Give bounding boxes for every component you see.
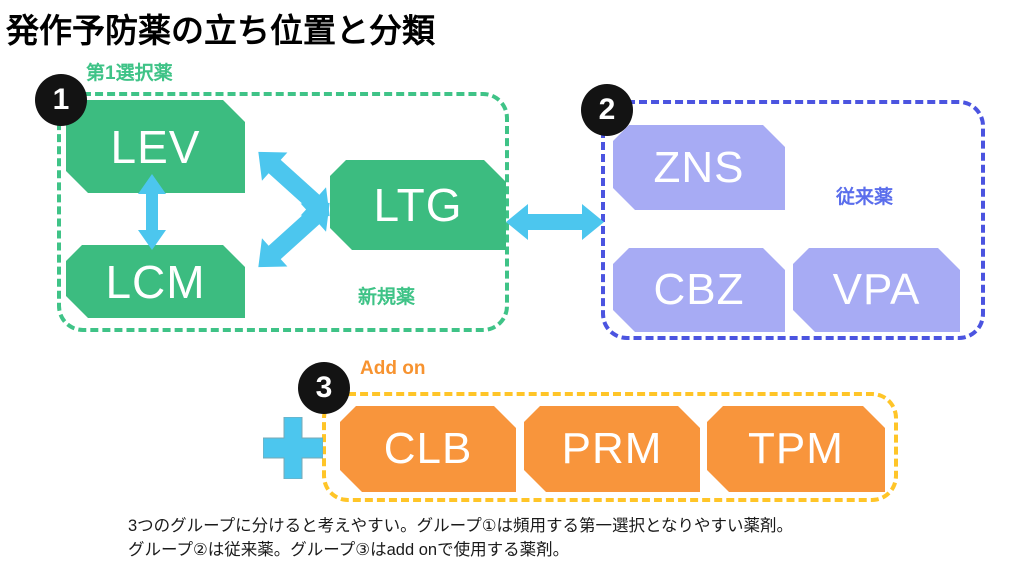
drug-chip-zns[interactable]: ZNS — [613, 125, 785, 210]
caption-block: 3つのグループに分けると考えやすい。グループ①は頻用する第一選択となりやすい薬剤… — [128, 515, 928, 563]
caption-line-1: 3つのグループに分けると考えやすい。グループ①は頻用する第一選択となりやすい薬剤… — [128, 517, 793, 535]
group-footer-label-1: 新規薬 — [358, 287, 416, 308]
connector-lcm-ltg-arrow — [258, 202, 330, 268]
drug-chip-tpm[interactable]: TPM — [707, 406, 885, 492]
drug-chip-cbz[interactable]: CBZ — [613, 248, 785, 332]
page-title: 発作予防薬の立ち位置と分類 — [6, 12, 435, 49]
group-number-badge-2: 2 — [581, 84, 633, 136]
group-footer-label-2: 従来薬 — [836, 187, 894, 208]
caption-line-2: グループ②は従来薬。グループ③はadd onで使用する薬剤。 — [128, 540, 570, 559]
drug-chip-vpa[interactable]: VPA — [793, 248, 960, 332]
connector-lev-lcm-arrow — [138, 174, 166, 250]
group-container-3 — [322, 392, 898, 502]
drug-chip-lev[interactable]: LEV — [66, 100, 245, 193]
group-heading-3: Add on — [360, 358, 426, 379]
group-number-badge-1: 1 — [35, 74, 87, 126]
plus-icon — [263, 417, 323, 479]
connector-lev-ltg-arrow — [258, 151, 330, 217]
drug-chip-clb[interactable]: CLB — [340, 406, 516, 492]
group-heading-1: 第1選択薬 — [86, 63, 173, 84]
drug-chip-ltg[interactable]: LTG — [330, 160, 506, 250]
drug-chip-lcm[interactable]: LCM — [66, 245, 245, 318]
drug-chip-prm[interactable]: PRM — [524, 406, 700, 492]
group-container-2 — [601, 100, 985, 340]
connector-group1-group2-arrow — [506, 204, 604, 240]
group-number-badge-3: 3 — [298, 362, 350, 414]
group-container-1 — [57, 92, 509, 332]
